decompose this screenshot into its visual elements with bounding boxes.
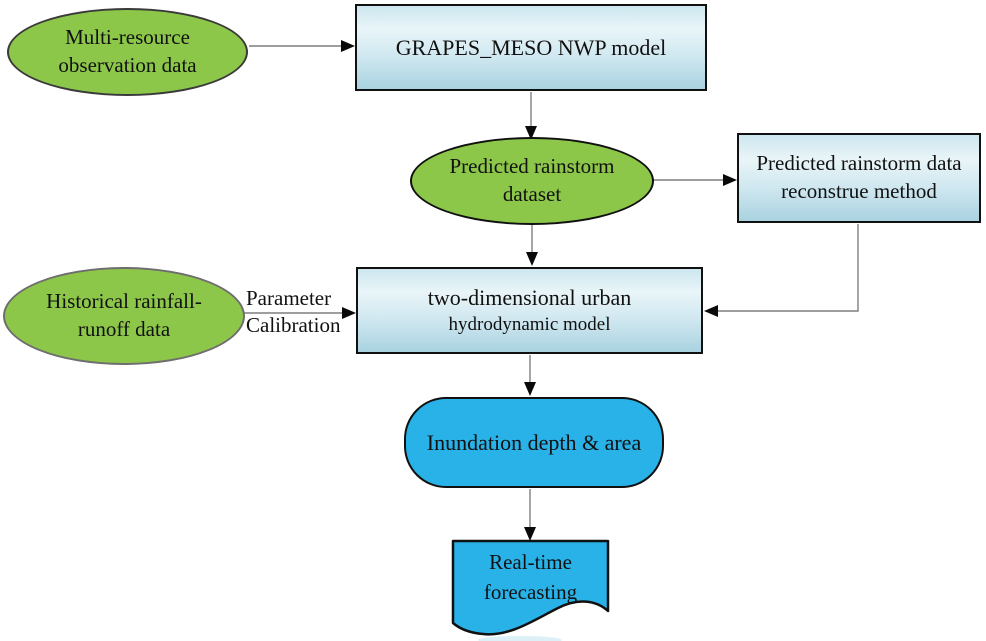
edge-inundation-to-realtime	[524, 489, 536, 541]
node-text-line: two-dimensional urban	[427, 285, 632, 311]
edge-grapes-to-predicted-dataset	[525, 92, 537, 140]
node-text-line: Historical rainfall-	[46, 289, 202, 314]
node-text-line: reconstrue method	[781, 179, 937, 203]
node-text-line: runoff data	[77, 317, 171, 341]
document-shape	[451, 539, 610, 636]
node-two-dimensional-urban-hydrodynamic-model: two-dimensional urban hydrodynamic model	[356, 267, 703, 354]
edge-label-line: Parameter	[246, 286, 332, 310]
node-real-time-forecasting: Real-time forecasting	[453, 543, 608, 611]
edge-label-line: Calibration	[246, 313, 341, 337]
node-grapes-meso-nwp-model: GRAPES_MESO NWP model	[355, 4, 707, 91]
edge-historical-to-hydrodynamic	[243, 307, 356, 319]
node-text-line: forecasting	[483, 580, 578, 604]
node-text-line: Predicted rainstorm data	[756, 151, 962, 176]
edge-label-parameter-calibration: Parameter Calibration	[246, 285, 354, 339]
node-predicted-rainstorm-dataset: Predicted rainstorm dataset	[410, 137, 654, 225]
edge-hydrodynamic-to-inundation	[524, 355, 536, 396]
edge-reconstrue-to-hydrodynamic	[704, 224, 859, 317]
node-text-line: observation data	[58, 53, 197, 77]
node-text-line: Inundation depth & area	[426, 429, 642, 455]
node-multi-resource-observation-data: Multi-resource observation data	[7, 8, 248, 96]
node-text-line: dataset	[502, 182, 562, 206]
reflection-artifact	[478, 636, 562, 641]
node-text-line: GRAPES_MESO NWP model	[395, 34, 667, 60]
node-predicted-rainstorm-data-reconstrue-method: Predicted rainstorm data reconstrue meth…	[737, 133, 981, 223]
node-text-line: Predicted rainstorm	[449, 154, 615, 179]
edge-multi-resource-to-grapes	[249, 40, 355, 52]
node-text-line: hydrodynamic model	[448, 314, 611, 336]
node-historical-rainfall-runoff-data: Historical rainfall- runoff data	[3, 267, 245, 365]
edge-predicted-dataset-to-hydrodynamic	[526, 225, 538, 266]
node-text-line: Multi-resource	[65, 25, 190, 50]
node-text-line: Real-time	[489, 550, 572, 574]
edge-predicted-dataset-to-reconstrue	[653, 174, 737, 186]
node-inundation-depth-area: Inundation depth & area	[404, 397, 664, 488]
